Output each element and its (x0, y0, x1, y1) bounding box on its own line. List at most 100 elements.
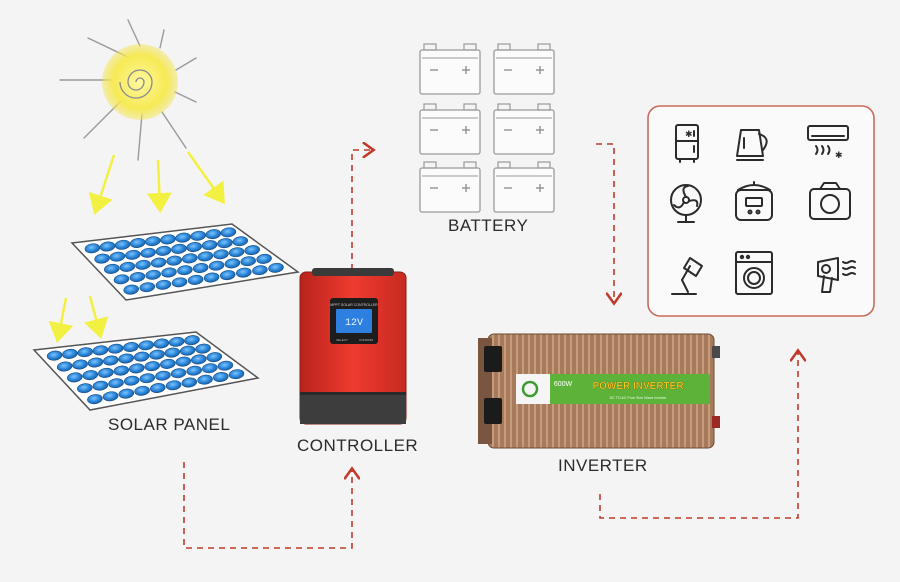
solar-cell (206, 352, 223, 363)
solar-cell (202, 363, 218, 374)
solar-cell (108, 378, 124, 389)
hair-dryer-icon (817, 257, 856, 293)
desk-lamp-icon (671, 257, 703, 295)
solar-cell (107, 343, 124, 354)
solar-cell (46, 350, 63, 361)
battery-bank (419, 43, 555, 213)
controller-lcd (336, 309, 372, 333)
camera-icon (809, 182, 851, 220)
solar-cell (197, 251, 214, 262)
solar-cell (224, 258, 241, 269)
fridge-icon: ✱ (675, 124, 699, 163)
solar-cell (138, 340, 154, 351)
controller-button-left: SELECT (336, 338, 348, 342)
solar-cell (94, 253, 110, 264)
solar-cell (171, 243, 187, 254)
svg-text:✱: ✱ (835, 151, 843, 161)
battery-label: BATTERY (448, 216, 529, 235)
solar-cell (208, 260, 225, 271)
solar-cell (123, 284, 139, 295)
battery-icon (493, 161, 555, 213)
inverter-title: POWER INVERTER (592, 381, 684, 392)
solar-cell (213, 372, 229, 382)
solar-cell (87, 394, 103, 405)
solar-cell (217, 238, 233, 249)
solar-cell (232, 236, 249, 247)
solar-cell (153, 338, 170, 349)
solar-cell (104, 263, 120, 274)
solar-cell (139, 282, 156, 293)
battery-icon (493, 103, 555, 155)
battery-icon (419, 161, 481, 213)
solar-cell (56, 361, 73, 372)
solar-cell (118, 353, 134, 364)
solar-cell (72, 359, 88, 370)
solar-cell (236, 267, 252, 278)
solar-cell (119, 261, 136, 272)
solar-cell (179, 345, 196, 356)
solar-cell (268, 262, 284, 273)
power-inverter: 600W POWER INVERTER DC TO AC Pure Sine W… (478, 333, 720, 449)
solar-cell (87, 357, 104, 368)
solar-cell (98, 367, 114, 378)
solar-cell (182, 253, 198, 264)
solar-cell (109, 251, 126, 262)
solar-panel-bottom (32, 331, 260, 411)
solar-cell (92, 380, 109, 391)
arrow-panel-to-controller (183, 462, 352, 549)
solar-cell (252, 265, 268, 276)
solar-cell (123, 342, 139, 352)
solar-cell (201, 240, 218, 251)
kettle-icon (736, 129, 768, 161)
svg-text:✱: ✱ (685, 130, 693, 140)
solar-cell (192, 263, 209, 273)
solar-cell (129, 272, 146, 282)
solar-cell (102, 391, 119, 402)
inverter-subtitle: DC TO AC Pure Sine Wave Inverter (610, 396, 668, 400)
solar-cell (145, 236, 161, 247)
solar-cell (203, 272, 220, 283)
solar-cell (125, 249, 141, 260)
solar-cell (197, 374, 213, 385)
solar-cell (150, 383, 166, 393)
rice-cooker-icon (735, 181, 773, 221)
arrow-inverter-to-appliances (599, 352, 798, 519)
solar-cell (165, 380, 182, 391)
solar-cell (168, 336, 185, 347)
solar-cell (145, 269, 161, 280)
solar-cell (166, 255, 182, 266)
appliance-icons: ✱ ✱ (670, 124, 856, 295)
controller-button-right: CONFIRM (359, 338, 373, 342)
solar-cell (161, 267, 177, 278)
solar-cell (181, 377, 198, 388)
solar-cell (186, 365, 202, 376)
solar-cell (123, 375, 140, 386)
inverter-power-rating: 600W (554, 381, 573, 388)
controller-header: MPPT SOLAR CONTROLLER (330, 303, 378, 307)
arrow-controller-to-battery (351, 150, 372, 270)
solar-cell (144, 361, 161, 372)
solar-cell (164, 347, 181, 358)
solar-cell (113, 274, 130, 285)
controller-lcd-value: 12V (345, 318, 363, 329)
solar-panel-label: SOLAR PANEL (108, 415, 231, 434)
solar-cell (129, 363, 145, 374)
solar-cell (133, 351, 150, 362)
solar-cell (140, 247, 156, 258)
solar-cell (82, 370, 99, 381)
solar-cell (213, 249, 229, 260)
battery-icon (419, 103, 481, 155)
solar-cell (149, 349, 165, 360)
air-conditioner-icon: ✱ (807, 125, 849, 161)
solar-cell (62, 348, 78, 359)
solar-cell (155, 245, 172, 256)
solar-cell (228, 247, 245, 258)
solar-cell (155, 279, 172, 290)
solar-cell (217, 360, 234, 371)
sun-icon (59, 19, 197, 161)
solar-cell (77, 347, 93, 358)
solar-cell (175, 356, 192, 367)
solar-cell (256, 253, 272, 264)
solar-cell (67, 372, 83, 383)
